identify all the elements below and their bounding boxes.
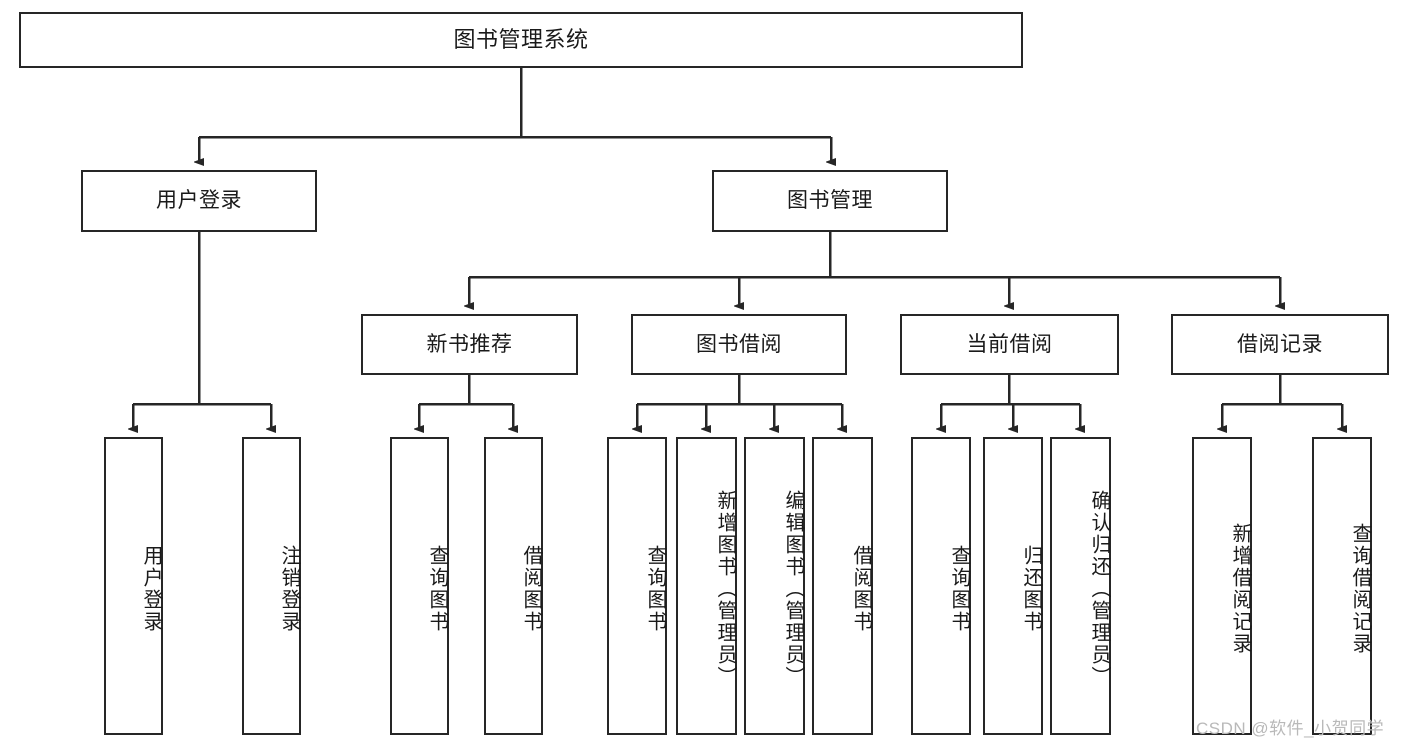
node-root-label: 图书管理系统 xyxy=(453,26,589,52)
node-current-borrow-label: 当前借阅 xyxy=(966,332,1053,356)
node-leaf-user-login-label: 用户登录 xyxy=(140,545,162,633)
node-leaf-borrow-book-2-label: 借阅图书 xyxy=(850,545,872,633)
node-borrow-record[interactable]: 借阅记录 xyxy=(1171,314,1389,375)
node-book-manage-label: 图书管理 xyxy=(787,189,873,213)
node-user-login-label: 用户登录 xyxy=(156,189,242,213)
node-root-book-management-system[interactable]: 图书管理系统 xyxy=(19,12,1023,68)
node-book-borrow-label: 图书借阅 xyxy=(696,332,782,356)
node-leaf-query-book-2[interactable]: 查询图书 xyxy=(607,437,667,735)
node-leaf-edit-book-admin-label: 编辑图书（管理员） xyxy=(782,490,804,688)
node-leaf-query-borrow-record[interactable]: 查询借阅记录 xyxy=(1312,437,1372,735)
node-leaf-query-borrow-record-label: 查询借阅记录 xyxy=(1349,523,1371,655)
node-leaf-add-borrow-record[interactable]: 新增借阅记录 xyxy=(1192,437,1252,735)
node-leaf-query-book-1[interactable]: 查询图书 xyxy=(390,437,449,735)
node-leaf-borrow-book-1-label: 借阅图书 xyxy=(520,545,542,633)
node-book-borrow[interactable]: 图书借阅 xyxy=(631,314,847,375)
node-leaf-return-book[interactable]: 归还图书 xyxy=(983,437,1043,735)
node-current-borrow[interactable]: 当前借阅 xyxy=(900,314,1119,375)
node-leaf-borrow-book-2[interactable]: 借阅图书 xyxy=(812,437,873,735)
node-leaf-user-login[interactable]: 用户登录 xyxy=(104,437,163,735)
node-leaf-borrow-book-1[interactable]: 借阅图书 xyxy=(484,437,543,735)
node-book-manage[interactable]: 图书管理 xyxy=(712,170,948,232)
node-leaf-add-book-admin-label: 新增图书（管理员） xyxy=(714,490,736,688)
node-borrow-record-label: 借阅记录 xyxy=(1237,332,1323,356)
node-user-login[interactable]: 用户登录 xyxy=(81,170,317,232)
node-new-book-recommend[interactable]: 新书推荐 xyxy=(361,314,578,375)
node-leaf-query-book-3-label: 查询图书 xyxy=(948,545,970,633)
node-leaf-query-book-2-label: 查询图书 xyxy=(644,545,666,633)
node-leaf-return-book-label: 归还图书 xyxy=(1020,545,1042,633)
node-leaf-user-logout-label: 注销登录 xyxy=(278,545,300,633)
node-leaf-query-book-3[interactable]: 查询图书 xyxy=(911,437,971,735)
node-leaf-add-borrow-record-label: 新增借阅记录 xyxy=(1229,523,1251,655)
node-leaf-query-book-1-label: 查询图书 xyxy=(426,545,448,633)
node-leaf-edit-book-admin[interactable]: 编辑图书（管理员） xyxy=(744,437,805,735)
node-leaf-add-book-admin[interactable]: 新增图书（管理员） xyxy=(676,437,737,735)
node-leaf-confirm-return-admin[interactable]: 确认归还（管理员） xyxy=(1050,437,1111,735)
node-leaf-confirm-return-admin-label: 确认归还（管理员） xyxy=(1088,490,1110,688)
node-leaf-user-logout[interactable]: 注销登录 xyxy=(242,437,301,735)
node-new-book-recommend-label: 新书推荐 xyxy=(426,332,513,356)
